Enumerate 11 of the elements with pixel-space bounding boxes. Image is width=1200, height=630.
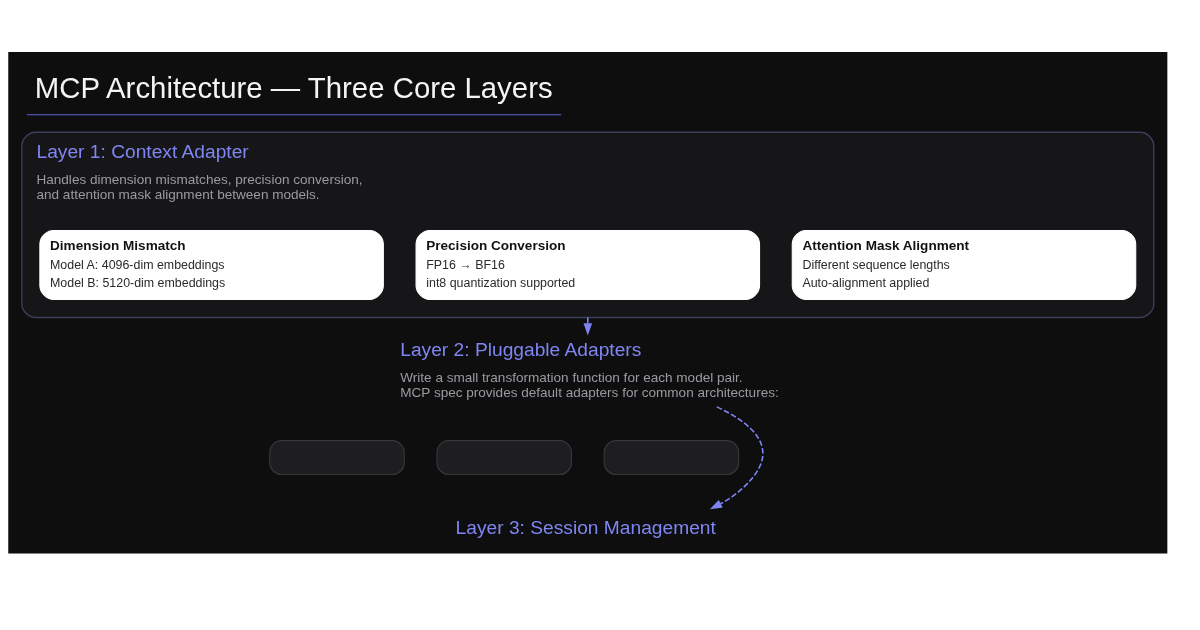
node-box: Attention Mask Alignment Different sequence lengths Auto-alignment applied	[791, 229, 1137, 300]
node-box: Dimension Mismatch Model A: 4096-dim embeddings Model B: 5120-dim embeddings	[39, 229, 384, 300]
node-box	[603, 440, 740, 476]
node-text: Layer 2: Pluggable Adapters Write a small transformation function for each model pair. MCP spec provides default adapters for common architectures:	[400, 339, 779, 400]
diagram-title: MCP Architecture — Three Core Layers	[34, 70, 553, 104]
node-box: Precision Conversion FP16 → BF16 int8 quantization supported	[415, 229, 761, 300]
arrow	[709, 406, 764, 510]
node-box	[436, 440, 572, 476]
node-box	[269, 440, 405, 476]
arrow	[583, 316, 593, 336]
node-text: Layer 3: Session Management	[455, 516, 716, 538]
